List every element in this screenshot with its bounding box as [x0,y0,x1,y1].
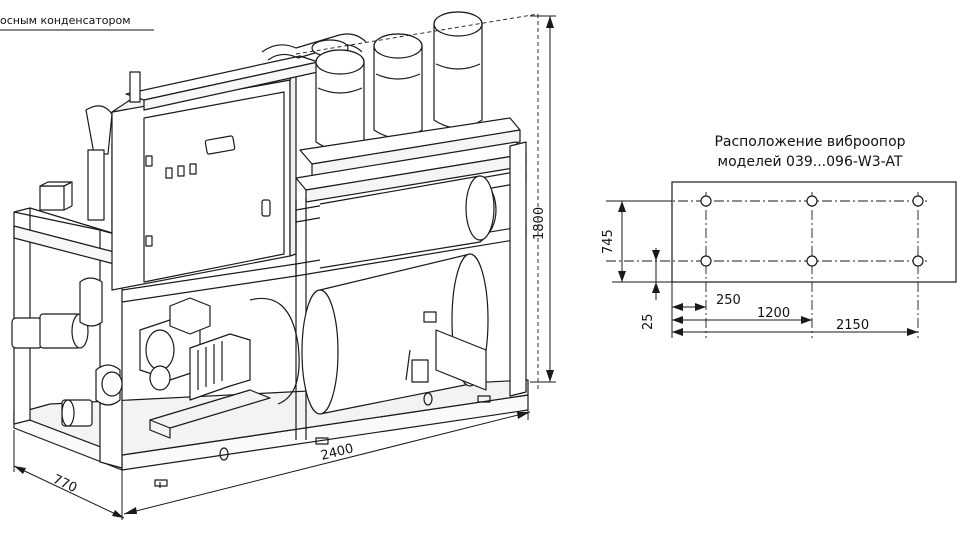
mount-point [700,255,712,267]
condenser-shell [249,175,497,415]
mount-point [700,195,712,207]
mount-plan-frame [671,181,957,283]
mount-plan-title-line2: моделей 039...096-W3-AT [718,154,903,170]
mount-point [912,195,924,207]
mount-point [912,255,924,267]
compressor-1 [315,49,365,151]
chiller-unit-drawing [11,11,539,488]
compressors [295,11,527,203]
header-caption: осным конденсатором [0,14,154,31]
dim-2150-label: 2150 [836,318,869,333]
dim-depth-label: 770 [50,472,79,496]
mount-point [806,195,818,207]
mount-plan: Расположение виброопор моделей 039...096… [601,134,957,338]
dim-250-label: 250 [716,293,741,308]
mount-dimension-lines [612,200,918,338]
dim-25-label: 25 [641,313,656,330]
header-caption-text: осным конденсатором [0,14,131,27]
dashed-outline [295,13,539,392]
dim-745-label: 745 [601,229,616,254]
mount-points [700,195,924,267]
mount-plan-title-line1: Расположение виброопор [714,134,905,150]
compressor-2 [373,33,423,139]
left-frame [13,181,123,469]
compressor-3 [433,11,483,129]
mount-point [806,255,818,267]
dim-height-label: 1800 [532,207,547,240]
base-frame [13,379,529,488]
machine-dimensions [13,15,556,520]
dim-1200-label: 1200 [757,306,790,321]
